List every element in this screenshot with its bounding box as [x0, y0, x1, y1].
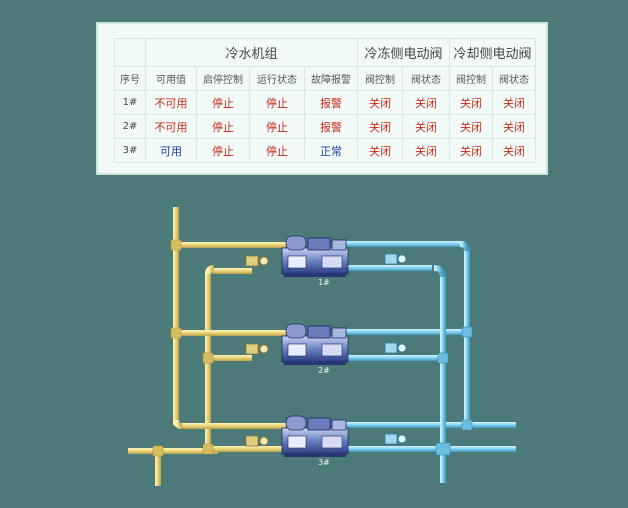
chilled-valve-status: 关闭 — [402, 114, 450, 139]
available-value: 不可用 — [145, 90, 197, 115]
col-header-run-status: 运行状态 — [249, 66, 305, 91]
chiller-label-2: 2# — [318, 366, 330, 375]
run-status: 停止 — [249, 90, 305, 115]
row-index: 3# — [114, 138, 146, 163]
run-status: 停止 — [249, 138, 305, 163]
chiller-status-panel: 冷水机组 冷冻侧电动阀 冷却侧电动阀 序号 可用值 启停控制 运行状态 故障报警… — [96, 22, 548, 175]
yellow-pipe-network — [128, 207, 286, 486]
cooling-valve-status: 关闭 — [492, 90, 536, 115]
fault-alarm: 正常 — [304, 138, 358, 163]
cooling-valve-control[interactable]: 关闭 — [449, 90, 493, 115]
table-row: 3# 可用 停止 停止 正常 关闭 关闭 关闭 关闭 — [114, 138, 536, 163]
valve-icon[interactable] — [245, 343, 269, 355]
col-header-index: 序号 — [114, 66, 146, 91]
available-value: 可用 — [145, 138, 197, 163]
cooling-valve-status: 关闭 — [492, 114, 536, 139]
row-index: 1# — [114, 90, 146, 115]
cooling-valve-status: 关闭 — [492, 138, 536, 163]
chiller-unit-icon[interactable] — [281, 323, 349, 365]
valve-icon[interactable] — [245, 435, 269, 447]
cooling-valve-control[interactable]: 关闭 — [449, 114, 493, 139]
chiller-label-1: 1# — [318, 278, 330, 287]
col-header-start-stop: 启停控制 — [196, 66, 250, 91]
fault-alarm: 报警 — [304, 114, 358, 139]
valve-icon[interactable] — [245, 255, 269, 267]
chiller-status-table: 冷水机组 冷冻侧电动阀 冷却侧电动阀 序号 可用值 启停控制 运行状态 故障报警… — [114, 38, 536, 163]
group-header-chilled-valve: 冷冻侧电动阀 — [357, 38, 450, 67]
row-index: 2# — [114, 114, 146, 139]
start-stop-control[interactable]: 停止 — [196, 90, 250, 115]
table-row: 2# 不可用 停止 停止 报警 关闭 关闭 关闭 关闭 — [114, 114, 536, 139]
chilled-valve-control[interactable]: 关闭 — [357, 114, 403, 139]
valve-icon[interactable] — [384, 342, 407, 354]
blue-pipe-network — [346, 241, 516, 483]
chiller-unit-icon[interactable] — [281, 415, 349, 457]
chilled-valve-control[interactable]: 关闭 — [357, 138, 403, 163]
start-stop-control[interactable]: 停止 — [196, 138, 250, 163]
valve-icon[interactable] — [384, 433, 407, 445]
table-row: 1# 不可用 停止 停止 报警 关闭 关闭 关闭 关闭 — [114, 90, 536, 115]
chiller-unit-icon[interactable] — [281, 235, 349, 277]
chilled-valve-status: 关闭 — [402, 138, 450, 163]
group-header-chiller: 冷水机组 — [145, 38, 358, 67]
chiller-label-3: 3# — [318, 458, 330, 467]
valve-icon[interactable] — [384, 253, 407, 265]
cooling-valve-control[interactable]: 关闭 — [449, 138, 493, 163]
